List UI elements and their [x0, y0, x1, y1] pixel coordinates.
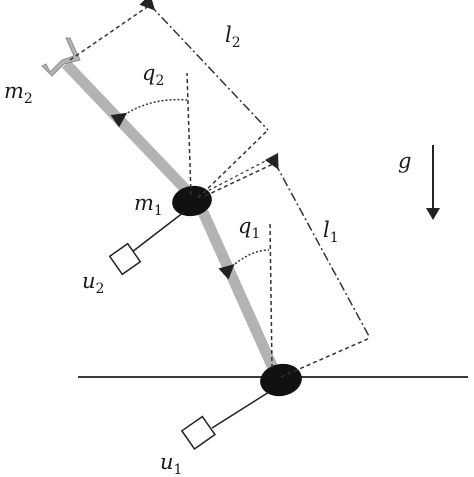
actuator-u1-box [180, 415, 217, 450]
actuator-u2-connector [131, 211, 185, 253]
joint-2-ray-a [197, 155, 276, 197]
actuator-u2-box [108, 242, 142, 276]
joint-1 [260, 363, 302, 397]
link-1 [197, 209, 279, 371]
vertical-reference-2 [186, 72, 192, 196]
extension-l1-bottom [280, 337, 371, 378]
end-effector-mass-2 [41, 37, 81, 77]
actuator-u1-connector [211, 391, 270, 429]
angle-arc-q1 [218, 249, 270, 280]
gravity-arrowhead [426, 208, 440, 220]
label-u1: u1 [160, 450, 182, 477]
label-l1: l1 [323, 218, 339, 246]
label-u2: u2 [82, 269, 104, 297]
extension-l2-bottom [197, 129, 269, 199]
link-2 [62, 60, 196, 200]
label-m1: m1 [134, 191, 163, 219]
label-m2: m2 [4, 79, 33, 107]
extension-l1-top [204, 162, 276, 197]
label-l2: l2 [225, 23, 241, 51]
label-g: g [398, 149, 411, 173]
vertical-reference-1 [269, 222, 273, 369]
dimension-line-l2 [139, 0, 269, 131]
joint-2 [172, 185, 212, 217]
angle-arc-q2 [110, 98, 188, 128]
label-q2: q2 [142, 61, 164, 89]
extension-l2-top [69, 4, 151, 61]
dimension-line-l1 [264, 152, 371, 339]
label-q1: q1 [238, 214, 260, 242]
